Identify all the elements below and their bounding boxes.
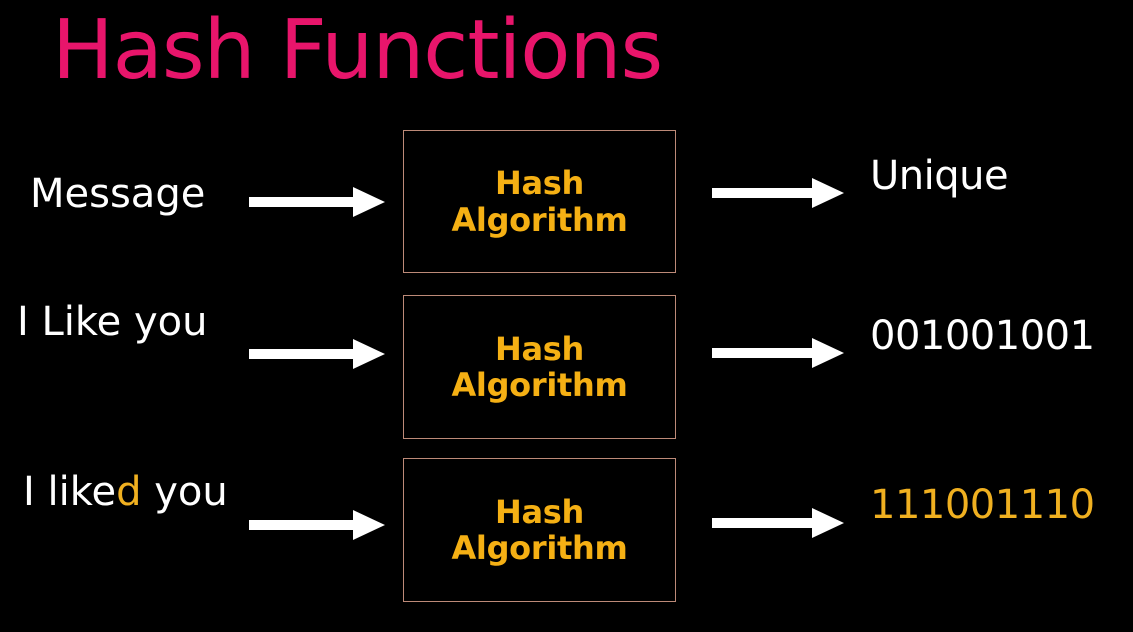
hash-box-3-line2: Algorithm	[451, 529, 628, 567]
hash-box-1-line1: Hash	[494, 164, 584, 203]
input-label-2: I Like you	[17, 302, 207, 342]
hash-box-2-line2: Algorithm	[451, 366, 628, 404]
hash-box-3-line1: Hash	[494, 492, 584, 531]
right-arrow-icon	[249, 187, 385, 217]
hash-algorithm-box-3: Hash Algorithm	[403, 458, 676, 602]
input-label-1: Message	[30, 174, 205, 214]
right-arrow-icon	[249, 339, 385, 369]
right-arrow-icon	[712, 338, 844, 368]
input-label-2-prefix: I Like you	[17, 299, 208, 345]
hash-row-2: I Like you Hash Algorithm 001001001	[0, 294, 1133, 442]
input-label-3-suffix: you	[141, 469, 228, 515]
right-arrow-icon	[249, 510, 385, 540]
hash-row-1: Message Hash Algorithm Unique	[0, 128, 1133, 278]
output-label-2: 001001001	[870, 313, 1095, 359]
input-label-1-prefix: Message	[30, 171, 206, 217]
hash-algorithm-box-2: Hash Algorithm	[403, 295, 676, 439]
output-label-1: Unique	[870, 153, 1009, 199]
input-label-3: I liked you	[23, 472, 228, 512]
input-label-3-highlight: d	[116, 469, 142, 515]
input-label-3-prefix: I like	[23, 469, 117, 515]
hash-box-1-line2: Algorithm	[451, 200, 628, 239]
page-title: Hash Functions	[52, 3, 663, 98]
right-arrow-icon	[712, 508, 844, 538]
output-label-3: 111001110	[870, 482, 1095, 528]
right-arrow-icon	[712, 178, 844, 208]
hash-row-3: I liked you Hash Algorithm 111001110	[0, 457, 1133, 605]
hash-box-2-line1: Hash	[494, 329, 584, 368]
hash-algorithm-box-1: Hash Algorithm	[403, 130, 676, 273]
